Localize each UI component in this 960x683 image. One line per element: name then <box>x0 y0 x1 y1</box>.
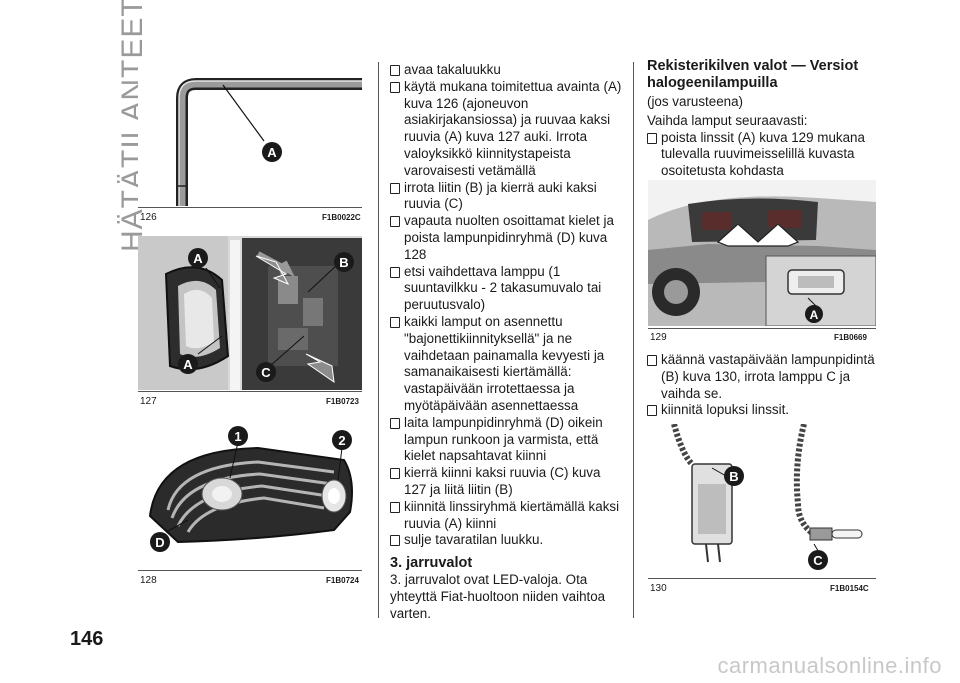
fig127-rule <box>138 391 362 392</box>
figure-127: A B A C <box>138 236 362 390</box>
fig128-number: 128 <box>140 575 157 586</box>
fig126-number: 126 <box>140 212 157 223</box>
fig130-code: F1B0154C <box>830 584 869 593</box>
figure-128-image: 1 2 D <box>148 426 353 552</box>
fig126-code: F1B0022C <box>322 213 361 222</box>
fig127-number: 127 <box>140 396 157 407</box>
step-item: poista linssit (A) kuva 129 mukana tulev… <box>647 130 879 180</box>
brake-lights-paragraph: 3. jarruvalot ovat LED-valoja. Ota yhtey… <box>390 572 606 621</box>
step-item: kierrä kiinni kaksi ruuvia (C) kuva 127 … <box>390 465 626 499</box>
fig130-rule <box>648 578 876 579</box>
fig130-number: 130 <box>650 583 667 594</box>
figure-130: B C <box>648 424 876 576</box>
right-column-top: Rekisterikilven valot — Versiot halogeen… <box>647 58 879 180</box>
figure-126-image: A <box>176 78 362 206</box>
plate-lights-intro: Vaihda lamput seuraavasti: <box>647 112 808 128</box>
fig127-callout-a-top: A <box>193 251 203 266</box>
watermark-text: carmanualsonline.info <box>717 653 942 678</box>
page-number: 146 <box>70 628 104 650</box>
step-item: kiinnitä linssiryhmä kiertämällä kaksi r… <box>390 499 626 533</box>
plate-lights-heading: Rekisterikilven valot — Versiot halogeen… <box>647 58 859 91</box>
step-item: vapauta nuolten osoittamat kielet ja poi… <box>390 213 626 263</box>
figure-126: A <box>138 58 362 206</box>
step-item: kiinnitä lopuksi linssit. <box>647 402 879 419</box>
figure-129-image: A <box>648 180 876 326</box>
fig128-callout-d: D <box>155 535 164 550</box>
fig128-callout-2: 2 <box>338 433 345 448</box>
fig130-callout-c: C <box>813 553 823 568</box>
fig129-callout-a: A <box>810 308 819 322</box>
fig128-code: F1B0724 <box>326 576 359 585</box>
fig127-callout-a-bottom: A <box>183 357 193 372</box>
section-side-title: HÄTÄTILANTEET <box>80 0 149 252</box>
step-item: irrota liitin (B) ja kierrä auki kaksi r… <box>390 180 626 214</box>
step-item: laita lampunpidinryhmä (D) oikein lampun… <box>390 415 626 465</box>
fig127-code: F1B0723 <box>326 397 359 406</box>
brake-lights-heading: 3. jarruvalot <box>390 555 473 572</box>
step-item: käytä mukana toimitettua avainta (A) kuv… <box>390 79 626 180</box>
middle-column: avaa takaluukku käytä mukana toimitettua… <box>390 62 626 623</box>
fig126-callout-a: A <box>267 145 277 160</box>
plate-lights-sub: (jos varusteena) <box>647 94 744 109</box>
fig129-code: F1B0669 <box>834 333 867 342</box>
fig127-callout-c: C <box>261 365 271 380</box>
figure-127-image: A B A C <box>138 236 362 390</box>
step-item: etsi vaihdettava lamppu (1 suuntavilkku … <box>390 264 626 314</box>
fig128-rule <box>138 570 362 571</box>
figure-129: A <box>648 180 876 326</box>
figure-130-image: B C <box>671 424 863 570</box>
step-item: käännä vastapäivään lampunpidintä (B) ku… <box>647 352 879 402</box>
step-item: sulje tavaratilan luukku. <box>390 532 626 549</box>
right-column-middle: käännä vastapäivään lampunpidintä (B) ku… <box>647 352 879 419</box>
step-item: avaa takaluukku <box>390 62 626 79</box>
fig128-callout-1: 1 <box>234 429 241 444</box>
step-item: kaikki lamput on asennettu "bajonettikii… <box>390 314 626 415</box>
fig129-number: 129 <box>650 332 667 343</box>
fig127-callout-b: B <box>339 255 348 270</box>
column-divider-right <box>633 62 634 618</box>
fig130-callout-b: B <box>729 469 738 484</box>
column-divider-left <box>378 62 379 618</box>
fig129-rule <box>648 328 876 329</box>
fig126-rule <box>138 207 362 208</box>
figure-128: 1 2 D <box>138 420 362 568</box>
